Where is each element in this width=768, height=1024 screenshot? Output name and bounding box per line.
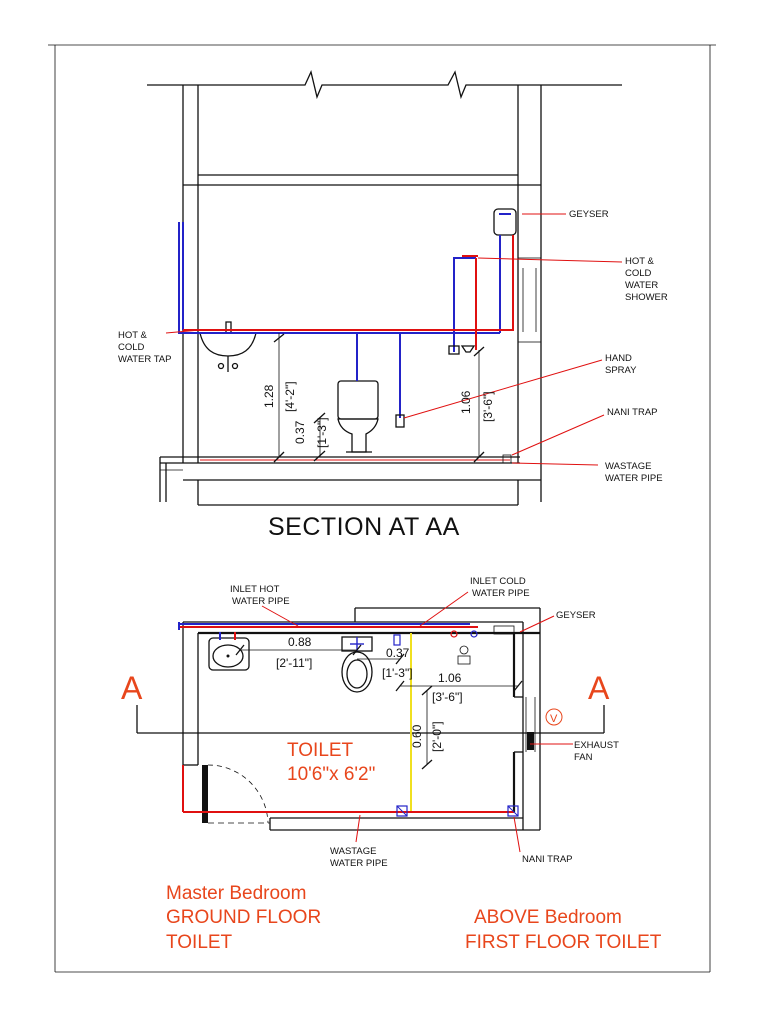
hand-spray-label: HAND SPRAY — [605, 353, 637, 376]
dim-shower-height-m: 1.06 — [459, 390, 473, 414]
dim-spray-wall-m: 1.06 — [438, 671, 462, 685]
exhaust-fan-label: EXHAUST FAN — [574, 740, 621, 763]
dim-vertical-m: 0.60 — [410, 724, 424, 748]
dim-wc-spray-ft: [1'-3"] — [382, 666, 413, 680]
geyser-label-section: GEYSER — [569, 209, 609, 220]
shower-label: HOT & COLD WATER SHOWER — [625, 256, 668, 303]
nani-trap-label-plan: NANI TRAP — [522, 854, 573, 865]
section-title: SECTION AT AA — [268, 513, 460, 541]
dim-wc-spray-m: 0.37 — [386, 646, 410, 660]
plan-dimension-lines — [235, 644, 523, 770]
fan-symbol-letter: V — [550, 713, 558, 725]
tap-label: HOT & COLD WATER TAP — [118, 330, 171, 365]
dim-vertical-ft: [2'-0"] — [430, 721, 444, 752]
dim-basin-wc-m: 0.88 — [288, 635, 312, 649]
plan-drawing — [136, 591, 605, 853]
dim-spray-height-ft: [1'-3"] — [315, 417, 329, 448]
dim-shower-height-ft: [3'-6"] — [481, 391, 495, 422]
section-leaders — [165, 213, 623, 466]
plan-leaders — [261, 591, 573, 853]
room-size: 10'6"x 6'2" — [287, 764, 375, 785]
section-marker-right: A — [588, 670, 610, 706]
section-dimension-lines — [273, 333, 485, 463]
section-drawing — [147, 70, 623, 506]
wastage-label-section: WASTAGE WATER PIPE — [605, 461, 663, 484]
sheet-border — [48, 44, 716, 973]
caption-first-floor: ABOVE Bedroom FIRST FLOOR TOILET — [465, 907, 662, 953]
dim-spray-height-m: 0.37 — [293, 420, 307, 444]
room-name: TOILET — [287, 740, 354, 761]
inlet-hot-label: INLET HOT WATER PIPE — [230, 584, 290, 607]
nani-trap-label-section: NANI TRAP — [607, 407, 658, 418]
dim-basin-wc-ft: [2'-11"] — [276, 656, 312, 670]
geyser-label-plan: GEYSER — [556, 610, 596, 621]
wastage-label-plan: WASTAGE WATER PIPE — [330, 846, 388, 869]
dim-tap-height-m: 1.28 — [262, 384, 276, 408]
inlet-cold-label: INLET COLD WATER PIPE — [470, 576, 530, 599]
dim-tap-height-ft: [4'-2"] — [283, 381, 297, 412]
dim-spray-wall-ft: [3'-6"] — [432, 690, 463, 704]
section-marker-left: A — [121, 670, 143, 706]
caption-ground-floor: Master Bedroom GROUND FLOOR TOILET — [166, 883, 326, 953]
